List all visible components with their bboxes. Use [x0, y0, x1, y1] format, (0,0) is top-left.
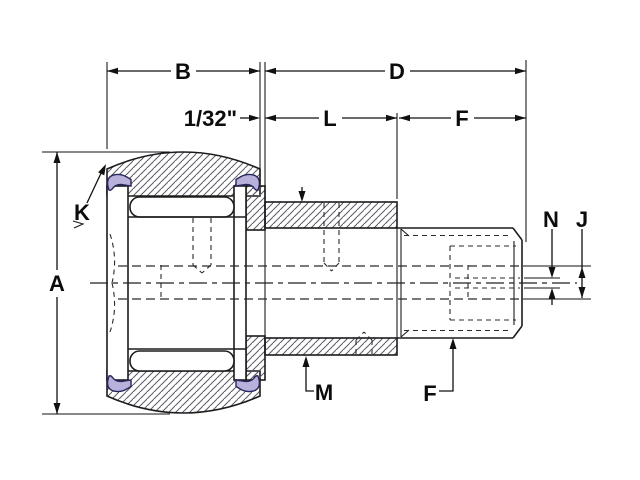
dimension-l: [265, 114, 397, 122]
needle-rollers: [129, 196, 235, 372]
leader-f-bottom: [439, 338, 457, 392]
stud-flange: [264, 201, 398, 356]
dimension-labels: B D L F 1/32" A K M F N J: [49, 59, 588, 406]
dimension-b: [107, 67, 260, 75]
roller-outer-ring: [106, 151, 261, 414]
extension-lines: [42, 60, 591, 415]
dimension-f-top: [399, 114, 526, 122]
dimension-a: [53, 152, 61, 414]
dim-label-a: A: [49, 271, 65, 296]
shoulder-top-block: [245, 185, 266, 231]
roller-ring-bottom-section: [106, 370, 261, 414]
flange-top-block: [264, 201, 398, 229]
dimension-gap: [240, 114, 260, 122]
dim-label-n: N: [543, 207, 559, 232]
dimension-m: [298, 187, 314, 392]
dim-label-l: L: [323, 106, 336, 131]
dim-label-gap: 1/32": [184, 106, 237, 131]
dim-label-m: M: [315, 380, 333, 405]
leader-k: [72, 164, 106, 229]
dimension-j: [578, 229, 586, 298]
dimension-d: [265, 67, 526, 75]
needle-roller-bottom: [129, 350, 235, 372]
dim-label-d: D: [389, 59, 405, 84]
dimension-n: [548, 229, 556, 305]
dim-label-f-top: F: [455, 106, 468, 131]
dim-label-k: K: [74, 200, 90, 225]
shoulder-bottom-block: [245, 335, 266, 381]
hidden-lines: [109, 203, 520, 354]
dim-label-b: B: [175, 59, 191, 84]
flange-bottom-block: [264, 337, 398, 356]
dim-label-f-bottom: F: [423, 381, 436, 406]
needle-roller-top: [129, 196, 235, 218]
dim-label-j: J: [576, 207, 588, 232]
